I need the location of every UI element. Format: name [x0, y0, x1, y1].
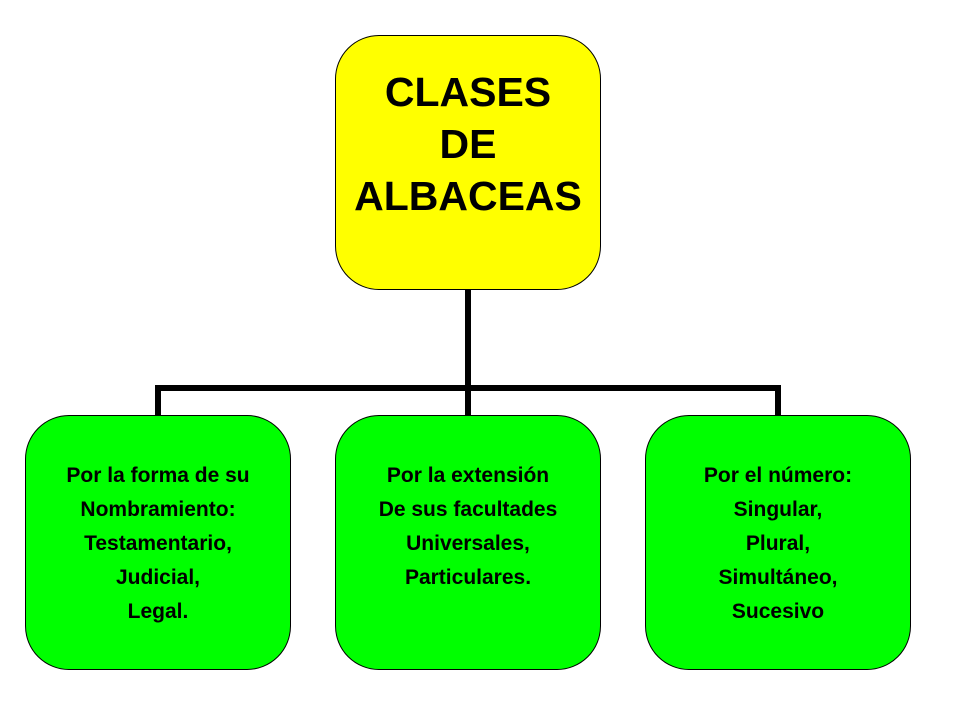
child-node-numero-line-2: Singular,: [733, 498, 823, 521]
root-node-line-2: DE: [439, 120, 497, 167]
child-node-numero-line-1: Por el número:: [703, 464, 853, 487]
child-node-extension-line-2: De sus facultades: [378, 498, 558, 521]
root-node-line-1: CLASES: [384, 68, 552, 115]
child-node-forma-line-5: Legal.: [127, 600, 189, 623]
child-node-numero-line-5: Sucesivo: [731, 600, 825, 623]
root-node-line-3: ALBACEAS: [354, 172, 582, 219]
child-node-forma: Por la forma de su Nombramiento: Testame…: [25, 415, 291, 670]
child-node-numero-line-3: Plural,: [745, 532, 811, 555]
child-node-forma-line-4: Judicial,: [115, 566, 201, 589]
child-node-forma-line-3: Testamentario,: [84, 532, 232, 555]
child-node-forma-line-2: Nombramiento:: [80, 498, 236, 521]
child-node-extension-line-4: Particulares.: [404, 566, 532, 589]
child-node-extension-line-1: Por la extensión: [386, 464, 550, 487]
child-node-numero-line-4: Simultáneo,: [718, 566, 838, 589]
child-node-extension: Por la extensión De sus facultades Unive…: [335, 415, 601, 670]
child-node-numero: Por el número: Singular, Plural, Simultá…: [645, 415, 911, 670]
child-node-extension-line-3: Universales,: [406, 532, 530, 555]
child-node-forma-line-1: Por la forma de su: [66, 464, 250, 487]
root-node: CLASES DE ALBACEAS: [335, 35, 601, 290]
